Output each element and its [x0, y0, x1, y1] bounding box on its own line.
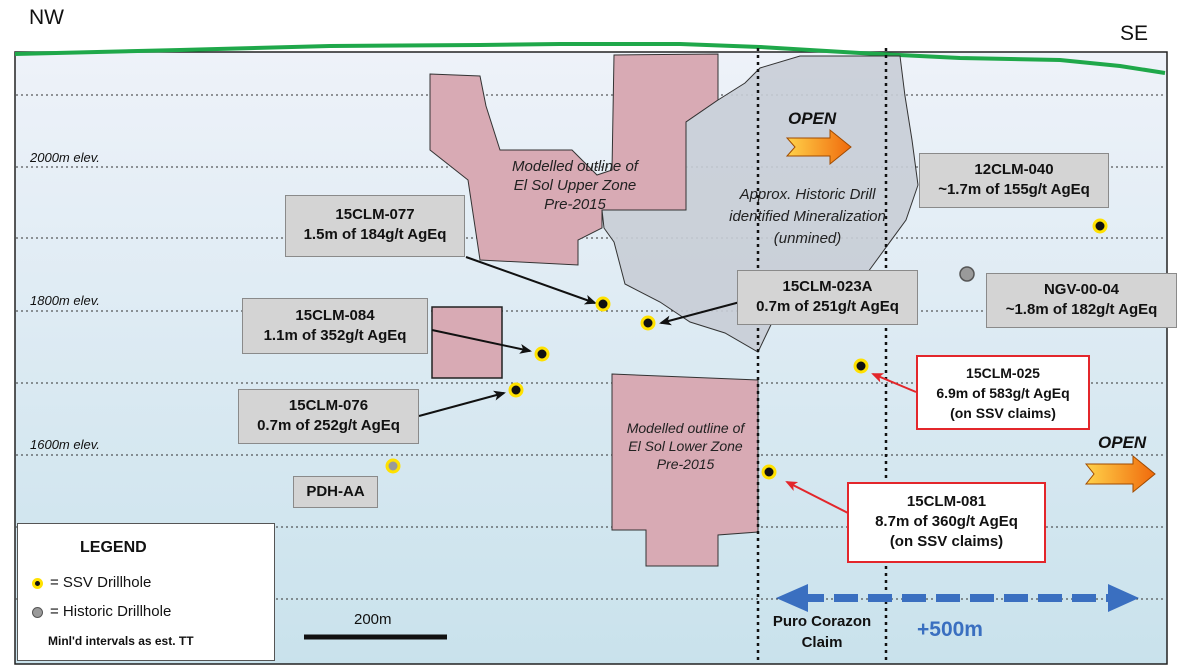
historic-zone-line1: Approx. Historic Drill — [739, 186, 876, 203]
claim-label-line1: Puro Corazon — [772, 613, 872, 630]
callout-name: 15CLM-076 — [288, 397, 369, 414]
lower-zone-line1: Modelled outline of — [626, 420, 745, 436]
pointer-023a — [659, 301, 741, 326]
upper-zone-line2: El Sol Upper Zone — [513, 177, 637, 194]
callout-15clm-081: 15CLM-081 8.7m of 360g/t AgEq (on SSV cl… — [847, 482, 1046, 563]
callout-name: 15CLM-023A — [782, 278, 873, 295]
callout-result: 8.7m of 360g/t AgEq — [875, 513, 1018, 530]
callout-result: 1.5m of 184g/t AgEq — [303, 226, 447, 243]
scale-bar-label: 200m — [354, 611, 392, 628]
lower-zone-line2: El Sol Lower Zone — [628, 438, 743, 454]
historic-zone-line3: (unmined) — [773, 230, 842, 247]
elevation-label-1800: 1800m elev. — [30, 293, 100, 308]
callout-note: (on SSV claims) — [950, 405, 1056, 421]
drillhole-15clm-025 — [853, 358, 869, 374]
legend: LEGEND = SSV Drillhole = Historic Drillh… — [17, 523, 275, 661]
legend-ssv-marker — [32, 578, 43, 589]
callout-15clm-076: 15CLM-076 0.7m of 252g/t AgEq — [238, 389, 419, 444]
drillhole-15clm-023a — [640, 315, 656, 331]
drillhole-pdh-aa — [385, 458, 401, 474]
callout-name: 12CLM-040 — [974, 161, 1054, 178]
callout-name: 15CLM-077 — [335, 206, 415, 223]
elevation-label-1600: 1600m elev. — [30, 437, 100, 452]
legend-historic-label: = Historic Drillhole — [50, 603, 172, 620]
direction-se: SE — [1120, 22, 1149, 45]
callout-name: PDH-AA — [306, 483, 365, 500]
open-label-top: OPEN — [788, 109, 837, 128]
callout-ngv-00-04: NGV-00-04 ~1.8m of 182g/t AgEq — [986, 273, 1177, 328]
pointer-084 — [431, 329, 532, 354]
callout-pdh-aa: PDH-AA — [293, 476, 378, 508]
callout-result: 0.7m of 252g/t AgEq — [257, 417, 400, 434]
lower-zone-label: Modelled outline of El Sol Lower Zone Pr… — [608, 419, 763, 473]
lower-zone-outline — [611, 373, 759, 567]
upper-zone-line1: Modelled outline of — [512, 158, 638, 175]
legend-historic-marker — [32, 607, 43, 618]
open-arrow-right — [1084, 454, 1156, 494]
claim-label: Puro Corazon Claim — [758, 611, 886, 653]
callout-15clm-023a: 15CLM-023A 0.7m of 251g/t AgEq — [737, 270, 918, 325]
callout-name: NGV-00-04 — [1043, 281, 1120, 298]
drillhole-markers — [385, 218, 1108, 480]
direction-nw: NW — [29, 6, 64, 29]
drillhole-15clm-076 — [508, 382, 524, 398]
legend-ssv-label: = SSV Drillhole — [50, 574, 152, 591]
legend-note: Minl'd intervals as est. TT — [48, 634, 194, 648]
callout-result: ~1.8m of 182g/t AgEq — [1005, 301, 1158, 318]
elevation-label-2000: 2000m elev. — [30, 150, 100, 165]
callout-15clm-084: 15CLM-084 1.1m of 352g/t AgEq — [242, 298, 428, 354]
lower-zone-line3: Pre-2015 — [656, 456, 715, 472]
callout-12clm-040: 12CLM-040 ~1.7m of 155g/t AgEq — [919, 153, 1109, 208]
pointer-081 — [785, 481, 849, 514]
upper-zone-line3: Pre-2015 — [544, 196, 606, 213]
upper-zone-label: Modelled outline of El Sol Upper Zone Pr… — [495, 157, 655, 214]
pointer-077 — [465, 256, 597, 305]
drillhole-15clm-077 — [595, 296, 611, 312]
pointer-025 — [871, 373, 917, 393]
callout-note: (on SSV claims) — [889, 533, 1004, 550]
historic-zone-line2: identified Mineralization — [729, 208, 886, 225]
claim-label-line2: Claim — [801, 634, 843, 651]
drillhole-12clm-040 — [1092, 218, 1108, 234]
callout-name: 15CLM-025 — [966, 365, 1040, 381]
extent-label: +500m — [917, 618, 983, 641]
callout-result: 1.1m of 352g/t AgEq — [263, 327, 407, 344]
callout-name: 15CLM-081 — [906, 493, 987, 510]
callout-result: ~1.7m of 155g/t AgEq — [938, 181, 1090, 198]
callout-result: 6.9m of 583g/t AgEq — [936, 385, 1070, 401]
callout-result: 0.7m of 251g/t AgEq — [756, 298, 899, 315]
callout-15clm-077: 15CLM-077 1.5m of 184g/t AgEq — [285, 195, 465, 257]
drillhole-15clm-084 — [534, 346, 550, 362]
legend-title: LEGEND — [80, 539, 147, 556]
historic-zone-label: Approx. Historic Drill identified Minera… — [700, 184, 915, 250]
callout-name: 15CLM-084 — [295, 307, 375, 324]
drillhole-ngv-00-04 — [959, 266, 975, 282]
open-arrow-top — [785, 128, 852, 166]
pointer-076 — [418, 390, 506, 417]
callout-15clm-025: 15CLM-025 6.9m of 583g/t AgEq (on SSV cl… — [916, 355, 1090, 430]
surface-topography — [14, 42, 1166, 75]
open-label-right: OPEN — [1098, 433, 1147, 452]
extent-arrow — [776, 584, 1139, 612]
drillhole-15clm-081 — [761, 464, 777, 480]
